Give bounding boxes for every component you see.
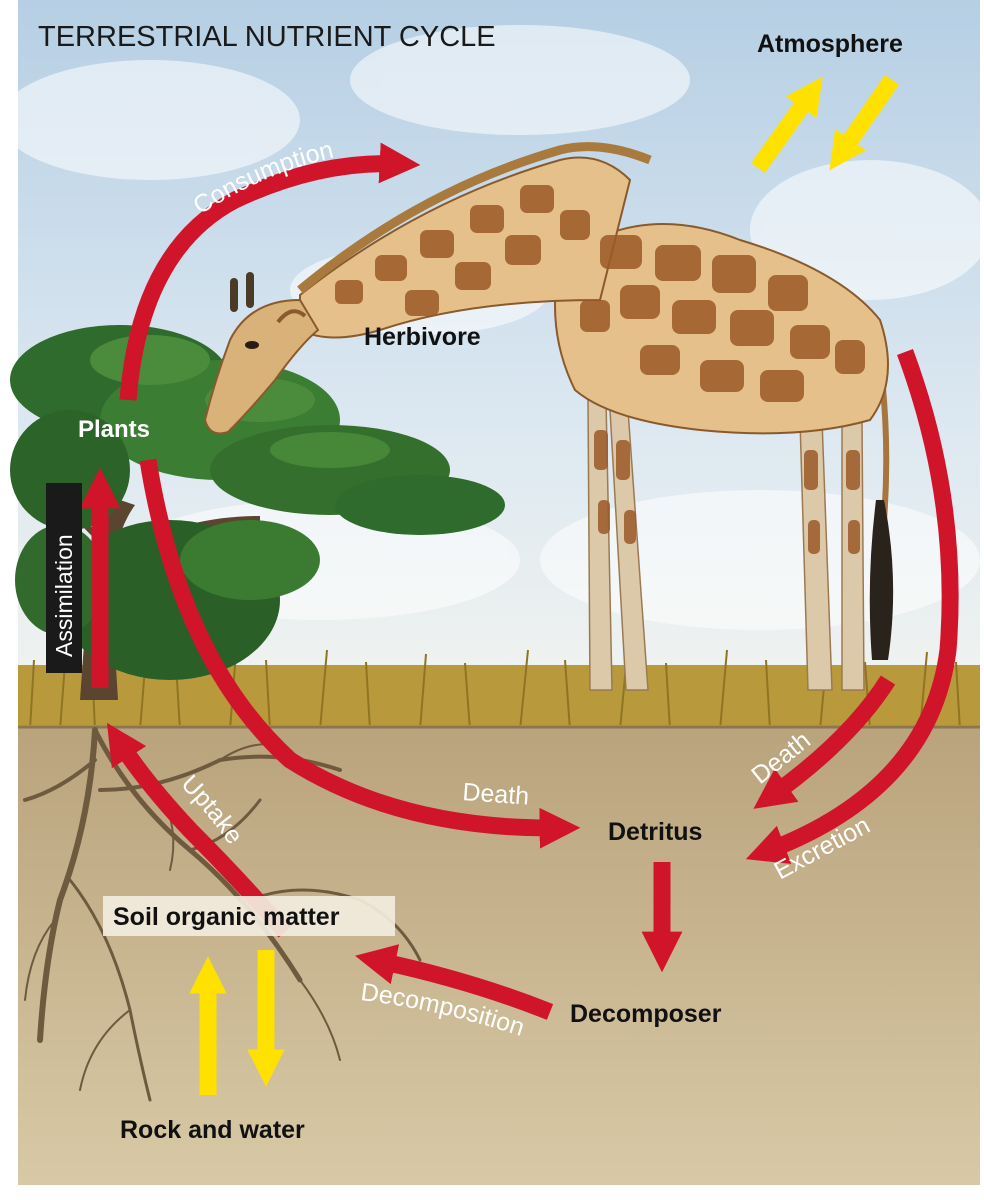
tree-canopy	[10, 325, 505, 680]
arrow-atmosphere-down	[829, 75, 899, 171]
arrow-decomposition	[355, 944, 554, 1020]
label-rock-and-water: Rock and water	[120, 1116, 305, 1144]
assimilation-label-box	[46, 483, 82, 673]
flow-arrows	[79, 142, 959, 1020]
giraffe-ossicones	[230, 272, 254, 312]
giraffe-spots	[335, 185, 865, 554]
label-death-plants: Death	[462, 778, 531, 811]
arrow-consumption	[119, 142, 421, 401]
arrow-excretion	[745, 349, 959, 864]
label-assimilation: Assimilation	[51, 534, 77, 657]
giraffe	[203, 142, 894, 691]
giraffe-mane	[297, 142, 652, 294]
label-herbivore: Herbivore	[364, 323, 481, 351]
acacia-tree	[10, 325, 505, 700]
label-decomposer: Decomposer	[570, 1000, 722, 1028]
arrow-death-herbivore	[753, 675, 896, 809]
label-atmosphere: Atmosphere	[757, 30, 903, 58]
arrow-death-plants	[139, 458, 581, 849]
label-soil-organic-matter: Soil organic matter	[113, 903, 340, 931]
title: TERRESTRIAL NUTRIENT CYCLE	[38, 21, 496, 53]
arrow-atmosphere-up	[751, 76, 823, 173]
soil-label-box	[103, 896, 395, 936]
exchange-arrows	[189, 75, 899, 1095]
giraffe-head	[203, 298, 320, 435]
label-plants: Plants	[78, 416, 150, 443]
giraffe-body	[554, 223, 889, 435]
label-detritus: Detritus	[608, 818, 702, 846]
soil	[18, 725, 980, 1185]
giraffe-eye	[245, 341, 259, 349]
